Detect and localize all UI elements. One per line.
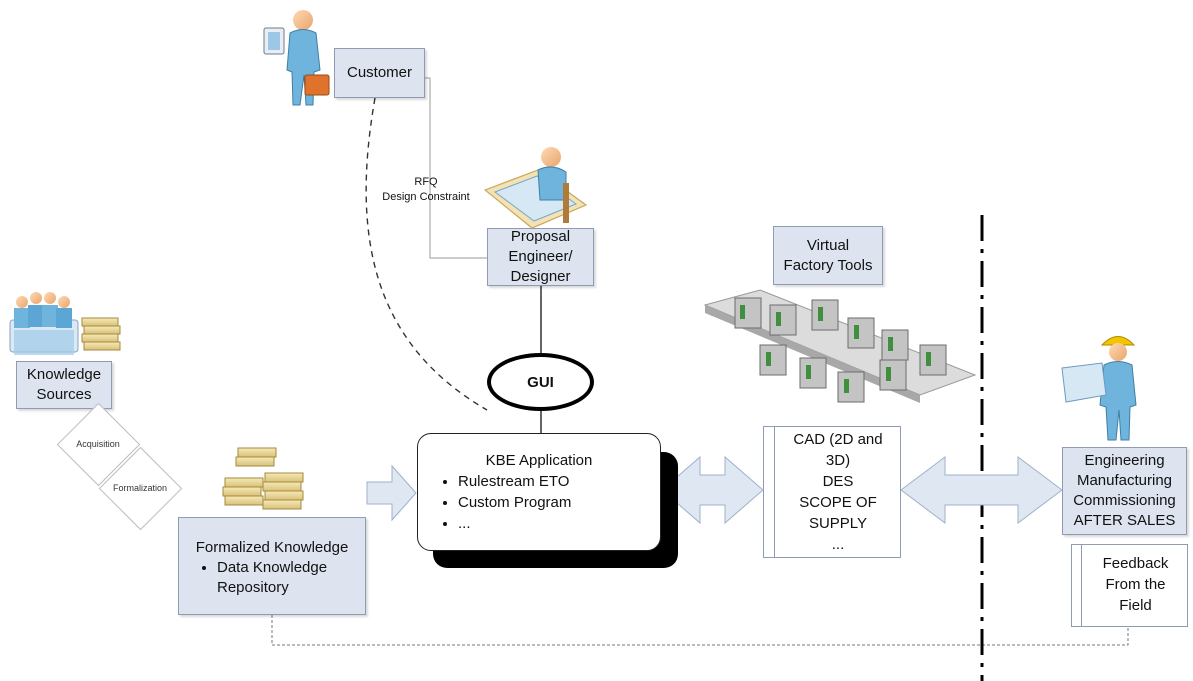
cad-line: DES	[822, 473, 854, 490]
kbe-item: Custom Program	[458, 492, 660, 513]
formalized-knowledge-list: Data Knowledge Repository	[179, 558, 365, 598]
formalized-to-kbe-arrow	[366, 464, 417, 522]
kbe-application-box: KBE Application Rulestream ETO Custom Pr…	[417, 433, 661, 551]
design-constraint-label: Design Constraint	[382, 191, 470, 203]
customer-proposal-connector	[425, 77, 487, 259]
kbe-item: Rulestream ETO	[458, 471, 660, 492]
proposal-line: Designer	[510, 268, 571, 285]
engineering-box: Engineering Manufacturing Commissioning …	[1062, 447, 1187, 535]
formalized-item-line: Repository	[217, 579, 289, 596]
feedback-line: Feedback	[1102, 555, 1169, 572]
engineering-line: Engineering	[1084, 452, 1165, 469]
cad-line: SCOPE OF	[799, 494, 877, 511]
cad-line: ...	[831, 536, 845, 553]
customer-box: Customer	[334, 48, 425, 98]
formalized-knowledge-title: Formalized Knowledge	[195, 539, 349, 556]
acquisition-label: Acquisition	[76, 439, 120, 449]
formalization-step: Formalization	[98, 446, 183, 531]
knowledge-sources-line: Sources	[36, 386, 92, 403]
engineering-line: AFTER SALES	[1073, 512, 1176, 529]
virtual-factory-line: Virtual	[806, 236, 850, 254]
virtual-factory-line: Factory Tools	[783, 256, 873, 274]
knowledge-sources-box: Knowledge Sources	[16, 361, 112, 409]
engineering-line: Commissioning	[1073, 492, 1176, 509]
gui-node: GUI	[487, 353, 594, 411]
businessman-with-briefcase-icon	[263, 10, 330, 106]
field-engineer-with-blueprint-icon	[1061, 336, 1137, 441]
factory-conveyor-icon	[703, 289, 977, 403]
customer-label: Customer	[346, 64, 413, 81]
acquisition-step: Acquisition	[56, 402, 141, 487]
customer-gui-dashed-connector	[365, 97, 488, 411]
kbe-application-title: KBE Application	[485, 452, 593, 469]
cad-line: 3D)	[825, 452, 851, 469]
meeting-group-icon	[9, 292, 79, 355]
rfq-label: RFQ	[414, 176, 438, 188]
feedback-line: From the	[1105, 576, 1166, 593]
cad-des-scope-box: CAD (2D and 3D) DES SCOPE OF SUPPLY ...	[763, 426, 901, 558]
feedback-line: Field	[1119, 597, 1152, 614]
document-stack-icon	[222, 447, 304, 510]
engineering-line: Manufacturing	[1076, 472, 1173, 489]
gui-label: GUI	[527, 373, 554, 391]
cad-line: SUPPLY	[808, 515, 868, 532]
knowledge-sources-line: Knowledge	[26, 366, 102, 383]
proposal-engineer-box: Proposal Engineer/ Designer	[487, 228, 594, 286]
virtual-factory-tools-box: Virtual Factory Tools	[773, 226, 883, 285]
kbe-application-list: Rulestream ETO Custom Program ...	[418, 471, 660, 534]
rfq-design-constraint-label: RFQ Design Constraint	[376, 175, 476, 205]
feedback-from-field-box: Feedback From the Field	[1071, 544, 1188, 627]
formalized-knowledge-box: Formalized Knowledge Data Knowledge Repo…	[178, 517, 366, 615]
cad-line: CAD (2D and	[793, 431, 883, 448]
document-stack-icon	[81, 317, 121, 351]
formalized-knowledge-item: Data Knowledge Repository	[217, 558, 365, 598]
formalized-item-line: Data Knowledge	[217, 559, 328, 576]
engineer-at-drafting-table-icon	[483, 147, 588, 229]
kbe-item: ...	[458, 513, 660, 534]
formalization-label: Formalization	[112, 483, 168, 493]
feedback-loop-connector	[271, 615, 1129, 646]
proposal-line: Proposal	[510, 228, 571, 245]
proposal-line: Engineer/	[508, 248, 573, 265]
